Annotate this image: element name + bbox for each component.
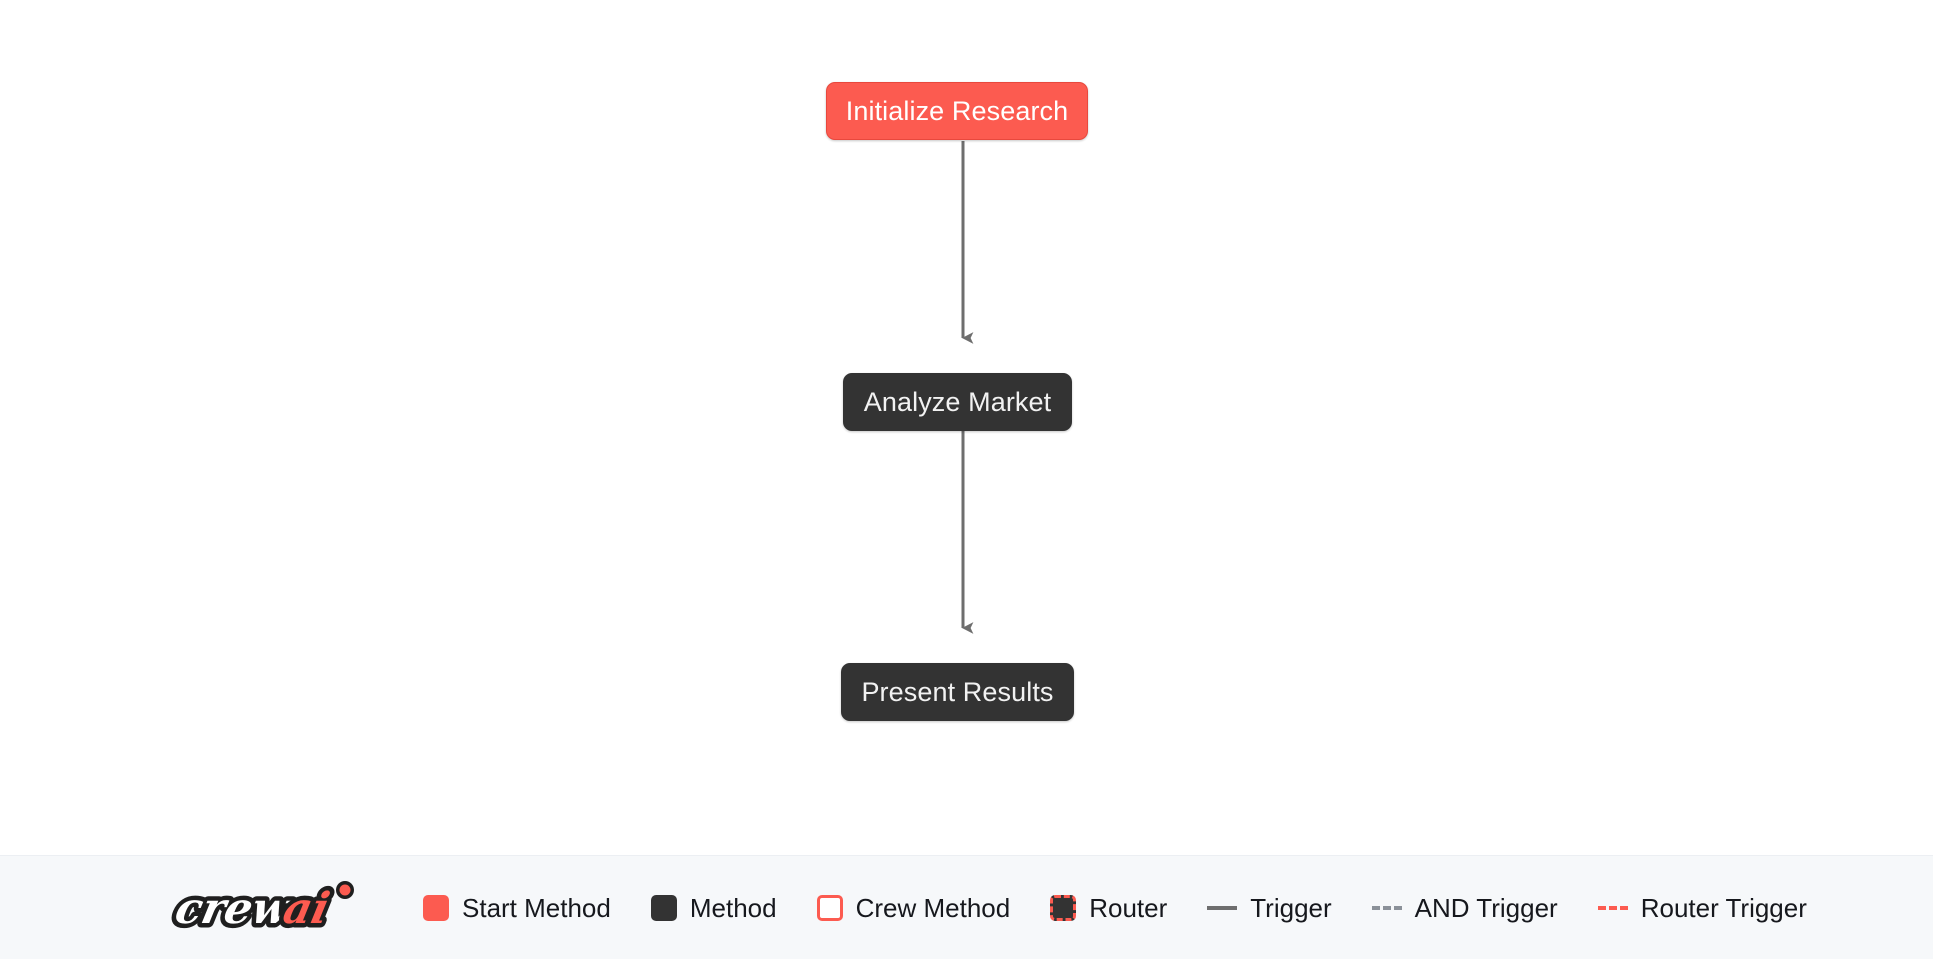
legend-item-label: Method [689,892,777,923]
start-method-swatch-icon [423,894,449,921]
flow-node-present-results[interactable]: Present Results [841,663,1074,721]
flow-node-initialize-research[interactable]: Initialize Research [826,82,1088,140]
legend-item-crew-method: Crew Method [816,892,1011,923]
flow-canvas[interactable]: Initialize Research Analyze Market Prese… [0,0,1933,855]
crewai-logo: crew crew ai ai [166,878,354,938]
and-trigger-line-icon [1371,905,1402,910]
crew-method-swatch-icon [816,894,843,921]
router-trigger-line-icon [1597,905,1628,910]
legend-item-trigger: Trigger [1207,892,1332,923]
trigger-line-icon [1207,905,1238,910]
legend-item-label: Router Trigger [1640,892,1807,923]
legend-item-and-trigger: AND Trigger [1371,892,1558,923]
router-swatch-icon [1050,894,1077,921]
flow-node-analyze-market[interactable]: Analyze Market [843,373,1072,431]
flow-node-label: Initialize Research [845,95,1069,126]
svg-text:crew: crew [171,883,296,933]
legend-item-method: Method [650,892,777,923]
legend-item-label: Trigger [1250,892,1332,923]
flow-node-label: Present Results [861,676,1054,707]
legend-item-label: Router [1089,892,1168,923]
legend-item-router: Router [1050,892,1168,923]
svg-text:ai: ai [279,883,334,933]
legend-item-label: Start Method [462,892,611,923]
legend-item-label: AND Trigger [1414,892,1558,923]
method-swatch-icon [650,894,677,921]
legend-item-start-method: Start Method [423,892,611,923]
svg-text:crew: crew [171,883,296,933]
flow-node-label: Analyze Market [863,386,1052,417]
legend-item-label: Crew Method [855,892,1011,923]
legend-bar: crew crew ai ai Start Method Method Crew… [0,855,1933,959]
legend-items: Start Method Method Crew Method Router T… [423,892,1807,923]
legend-item-router-trigger: Router Trigger [1597,892,1807,923]
